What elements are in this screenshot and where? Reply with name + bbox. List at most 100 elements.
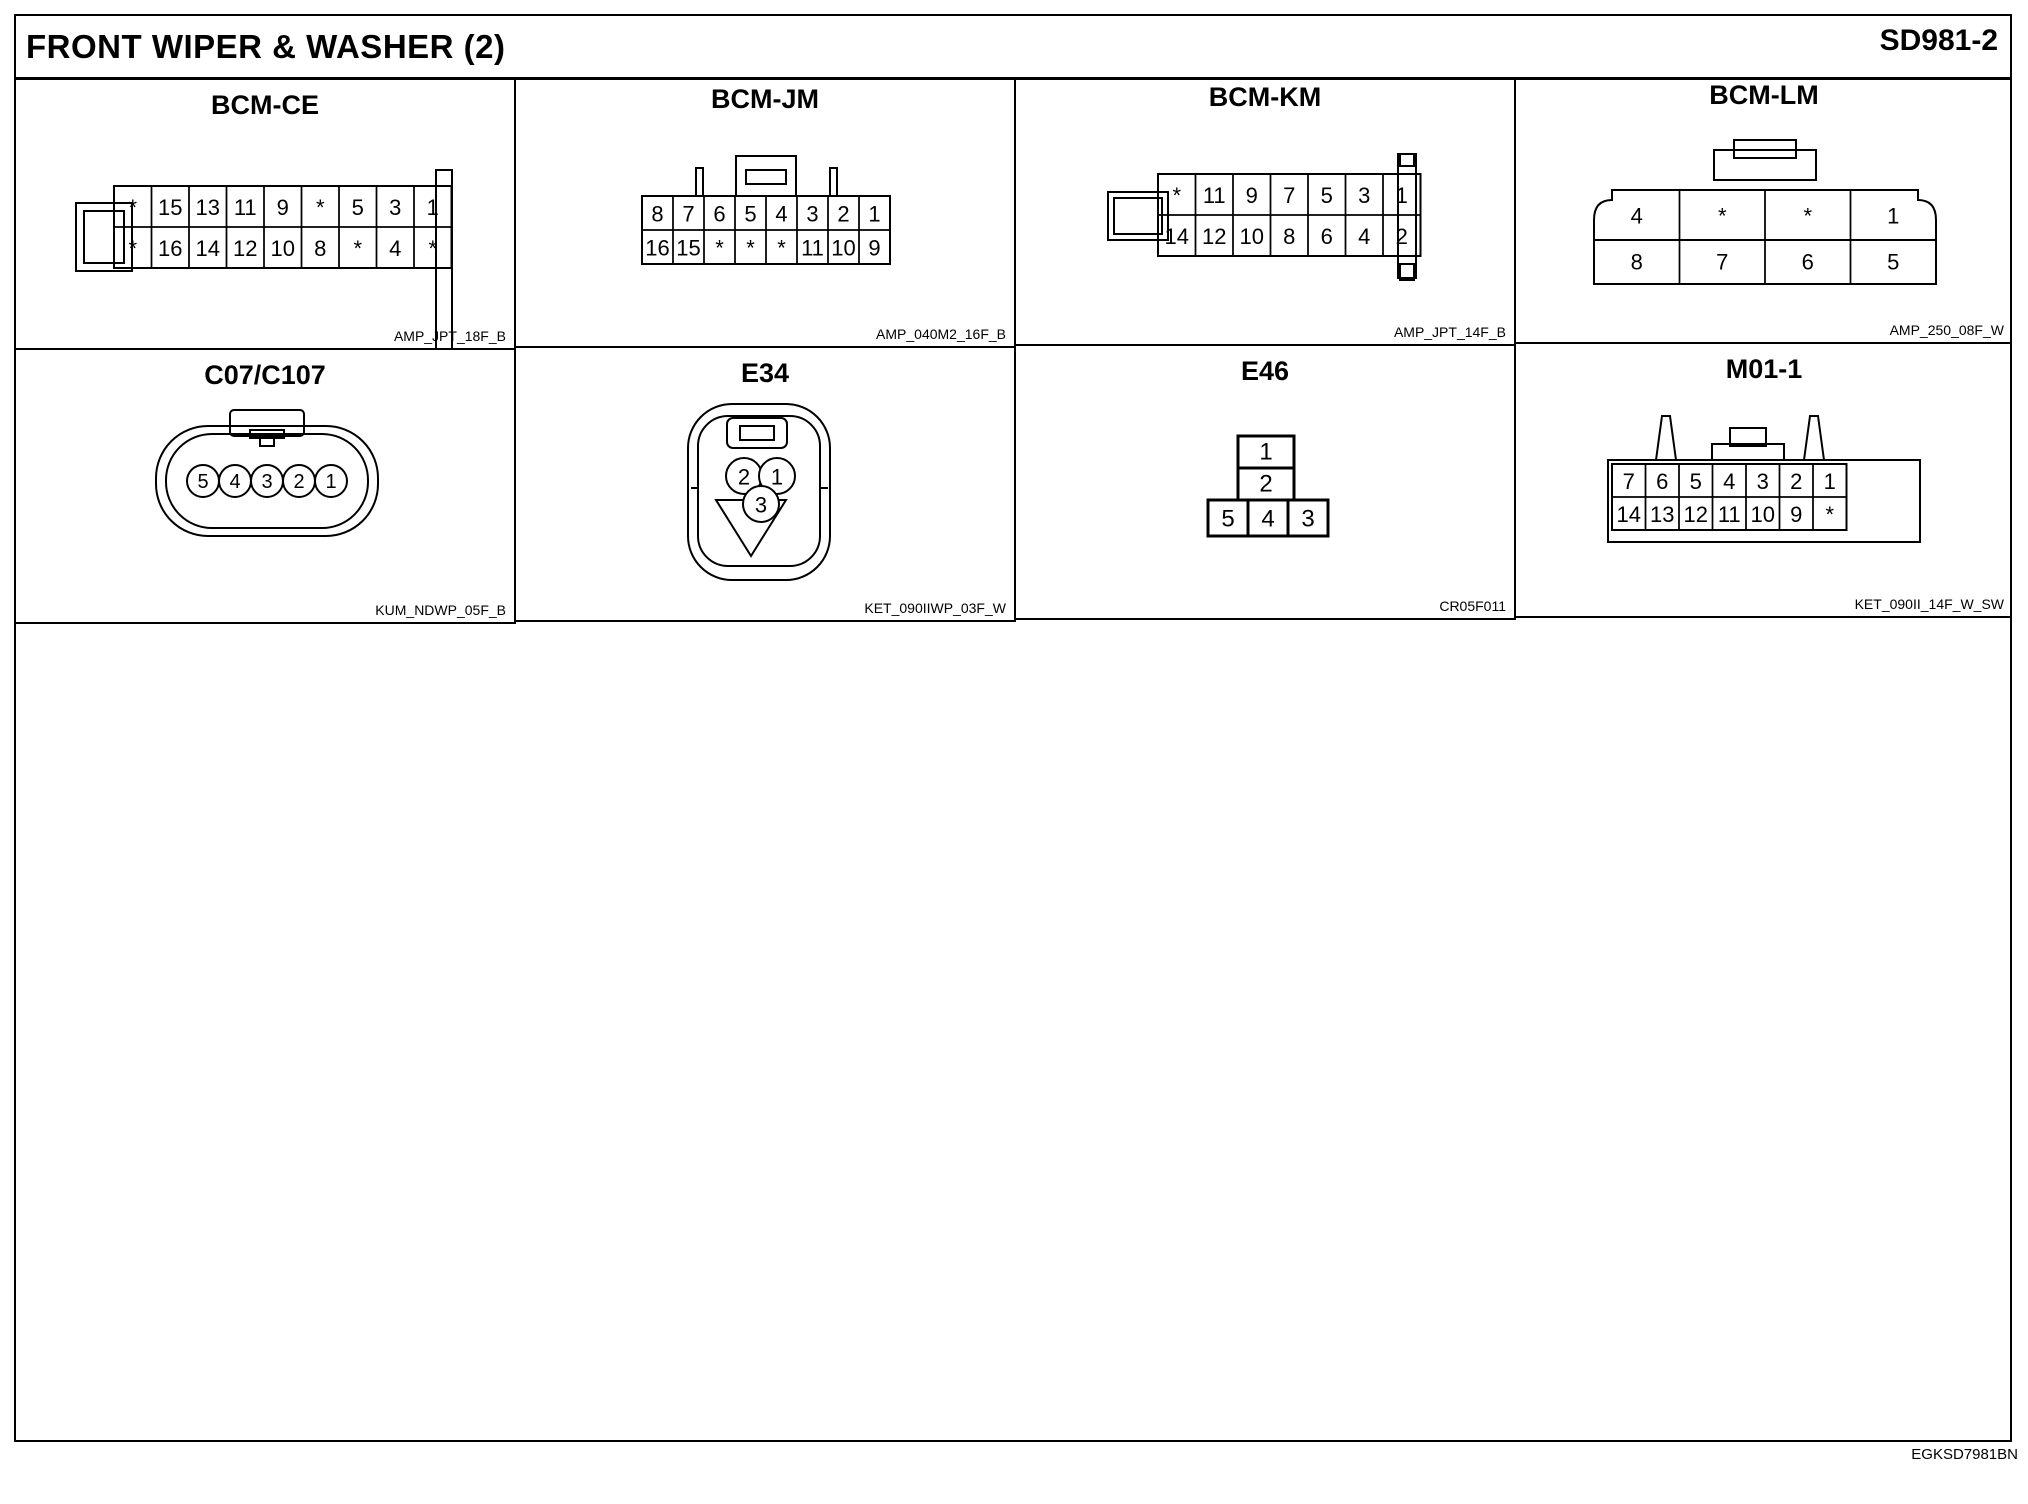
pin-label: 14 bbox=[1617, 502, 1641, 527]
connector-part-number: AMP_040M2_16F_B bbox=[876, 326, 1006, 342]
connector-part-number: AMP_250_08F_W bbox=[1889, 322, 2004, 338]
pin-circle bbox=[314, 464, 348, 498]
connector-outline bbox=[829, 167, 838, 197]
pin-label: 2 bbox=[738, 465, 750, 490]
pin-label: * bbox=[1718, 204, 1727, 229]
pin-label: 8 bbox=[1283, 224, 1295, 249]
pin-label: 7 bbox=[1716, 250, 1728, 275]
pin-label: * bbox=[316, 195, 325, 220]
connector-outline bbox=[687, 403, 831, 581]
pin-label: 1 bbox=[771, 465, 783, 490]
pin-label: 15 bbox=[676, 236, 700, 261]
connector-outline bbox=[249, 429, 285, 439]
pin-cell bbox=[1286, 498, 1330, 538]
pin-label: 9 bbox=[868, 236, 880, 261]
connector-outline bbox=[1655, 415, 1677, 461]
pin-label: 5 bbox=[1321, 183, 1333, 208]
pin-label: * bbox=[1172, 183, 1181, 208]
pin-label: 4 bbox=[1631, 204, 1643, 229]
pin-label: 6 bbox=[1802, 250, 1814, 275]
pin-label: 3 bbox=[1301, 506, 1314, 533]
pin-label: 3 bbox=[261, 471, 272, 493]
connector-outline bbox=[739, 425, 775, 441]
connector-outline bbox=[165, 433, 369, 529]
pin-label: 8 bbox=[651, 202, 663, 227]
pin-label: 3 bbox=[806, 202, 818, 227]
pin-label: 4 bbox=[389, 236, 401, 261]
pin-cell bbox=[1382, 214, 1422, 257]
pin-label: * bbox=[1803, 204, 1812, 229]
connector-name: BCM-CE bbox=[211, 90, 319, 120]
pin-label: 11 bbox=[1203, 183, 1226, 208]
pin-label: * bbox=[715, 236, 724, 261]
pin-label: 11 bbox=[234, 195, 257, 220]
connector-outline bbox=[1713, 149, 1817, 181]
pin-label: 1 bbox=[1259, 439, 1272, 466]
connector-outline bbox=[726, 417, 788, 449]
pin-cell bbox=[1812, 496, 1848, 531]
connector-outline bbox=[229, 409, 305, 437]
pin-label: 2 bbox=[293, 471, 304, 493]
connector-outline bbox=[83, 210, 125, 264]
page-title: FRONT WIPER & WASHER (2) bbox=[26, 28, 506, 65]
pin-label: 3 bbox=[755, 493, 767, 518]
connector-outline bbox=[697, 415, 821, 567]
pin-label: 13 bbox=[196, 195, 220, 220]
connector-name: E34 bbox=[740, 358, 790, 388]
pin-label: 12 bbox=[1202, 224, 1226, 249]
connector-name: BCM-JM bbox=[711, 84, 819, 114]
pin-label: 5 bbox=[352, 195, 364, 220]
pin-label: 16 bbox=[645, 236, 669, 261]
pin-circle bbox=[742, 485, 780, 523]
connector-part-number: KUM_NDWP_05F_B bbox=[375, 602, 506, 618]
pin-label: 10 bbox=[271, 236, 295, 261]
connector-outline bbox=[1399, 153, 1415, 167]
pin-label: 2 bbox=[1790, 469, 1802, 494]
connector-part-number: KET_090IIWP_03F_W bbox=[864, 600, 1006, 616]
pin-label: 10 bbox=[1240, 224, 1264, 249]
pin-label: * bbox=[128, 195, 137, 220]
pin-label: 10 bbox=[831, 236, 855, 261]
pin-label: * bbox=[1825, 502, 1834, 527]
connector-outline bbox=[155, 425, 379, 537]
pin-label: 13 bbox=[1650, 502, 1674, 527]
connector-outline bbox=[1113, 197, 1163, 235]
connector-outline bbox=[1399, 263, 1415, 281]
pin-label: 14 bbox=[196, 236, 220, 261]
pin-cell bbox=[413, 226, 453, 269]
pin-label: 6 bbox=[1656, 469, 1668, 494]
pin-label: 2 bbox=[837, 202, 849, 227]
connector-outline bbox=[1607, 459, 1921, 543]
pin-label: 4 bbox=[775, 202, 787, 227]
pin-label: 7 bbox=[1283, 183, 1295, 208]
connector-outline bbox=[1733, 139, 1797, 159]
connector-outline bbox=[259, 435, 275, 447]
pin-label: 4 bbox=[1358, 224, 1370, 249]
page-code: SD981-2 bbox=[1879, 24, 1998, 57]
pin-label: 4 bbox=[229, 471, 240, 493]
connector-part-number: AMP_JPT_14F_B bbox=[1393, 324, 1506, 340]
pin-label: 3 bbox=[1358, 183, 1370, 208]
document-code: EGKSD7981BN bbox=[1911, 1446, 2018, 1463]
connector-outline bbox=[695, 167, 704, 197]
pin-label: 11 bbox=[801, 236, 824, 261]
pin-label: 5 bbox=[1221, 506, 1234, 533]
connector-name: E46 bbox=[1240, 356, 1290, 386]
pin-label: 7 bbox=[682, 202, 694, 227]
connector-outline bbox=[745, 169, 787, 185]
pin-label: * bbox=[428, 236, 437, 261]
header-bar: FRONT WIPER & WASHER (2) SD981-2 bbox=[14, 14, 2012, 80]
